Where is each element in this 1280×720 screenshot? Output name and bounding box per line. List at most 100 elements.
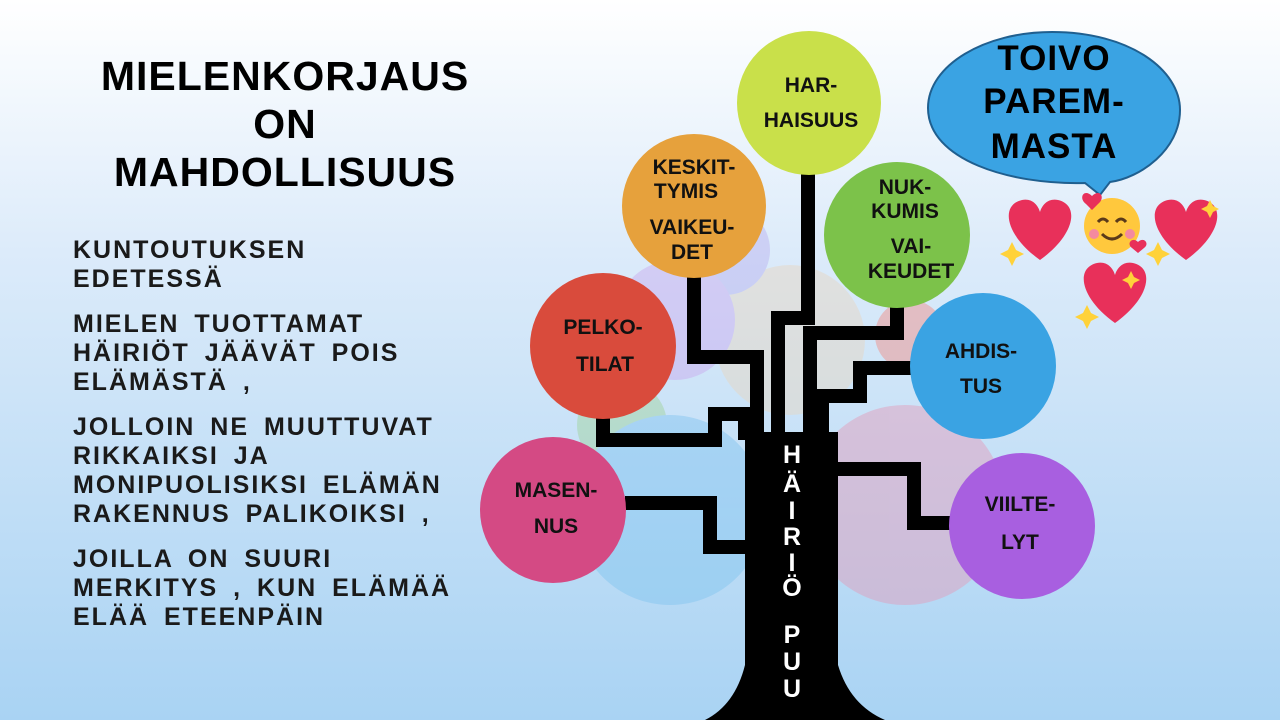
slide-title: MIELENKORJAUS ON MAHDOLLISUUS: [60, 52, 510, 196]
node-masennus: MASEN- NUS: [480, 437, 626, 583]
paragraph-line: EDETESSÄ: [73, 265, 224, 293]
bubble-line: TOIVO: [997, 39, 1110, 78]
branch-pelkotilat: [596, 407, 752, 447]
node-label: NUK-: [879, 176, 932, 199]
node-pelkotilat: PELKO- TILAT: [530, 273, 676, 419]
trunk-letter: I: [789, 497, 796, 525]
node-nukkumisvaikeudet: NUK- KUMIS VAI- KEUDET: [824, 162, 970, 308]
cheek-shape: [1089, 229, 1099, 239]
node-harhaisuus: HAR- HAISUUS: [737, 31, 881, 175]
paragraph-line: RIKKAIKSI JA: [73, 442, 270, 470]
tree-trunk: [705, 432, 885, 720]
node-label: VIILTE-: [985, 493, 1056, 516]
paragraph: MIELEN TUOTTAMAT HÄIRIÖT JÄÄVÄT POIS ELÄ…: [73, 310, 483, 397]
paragraph-line: JOILLA ON SUURI: [73, 545, 333, 573]
paragraph-line: HÄIRIÖT JÄÄVÄT POIS: [73, 339, 400, 367]
title-line: MAHDOLLISUUS: [113, 149, 457, 195]
branch-keskittymis: [687, 275, 764, 432]
branch-nukkumis: [803, 290, 904, 432]
bg-circle: [805, 405, 1005, 605]
title-line: ON: [253, 101, 317, 147]
paragraph: JOLLOIN NE MUUTTUVAT RIKKAIKSI JA MONIPU…: [73, 413, 483, 529]
paragraph-line: MONIPUOLISIKSI ELÄMÄN: [73, 471, 442, 499]
node-circle: [824, 162, 970, 308]
trunk-letter: H: [783, 441, 801, 469]
speech-bubble: TOIVO PAREM- MASTA: [926, 30, 1182, 197]
sparkle-shape: [1201, 200, 1219, 218]
eye-shape: [1114, 217, 1128, 224]
title-line: MIELENKORJAUS: [100, 53, 470, 99]
cheek-shape: [1125, 229, 1135, 239]
node-label: KUMIS: [871, 200, 939, 223]
node-label: NUS: [534, 515, 578, 538]
mouth-shape: [1100, 232, 1124, 241]
node-circle: [910, 293, 1056, 439]
node-label: AHDIS-: [945, 340, 1017, 363]
node-label: VAIKEU-: [650, 216, 735, 239]
node-label: TILAT: [576, 353, 634, 376]
speech-bubble-shape: [926, 30, 1182, 197]
sparkle-shape: [1075, 305, 1099, 329]
sparkle-shape: [1000, 242, 1024, 266]
node-label: KEUDET: [868, 260, 955, 283]
trunk-letter: P: [784, 621, 801, 649]
branch-viiltelyt: [838, 462, 952, 530]
node-circle: [530, 273, 676, 419]
sparkle-shape: [1122, 271, 1140, 289]
sparkling-heart-icon: [1075, 262, 1147, 329]
paragraph: JOILLA ON SUURI MERKITYS , KUN ELÄMÄÄ EL…: [73, 545, 483, 632]
node-circle: [480, 437, 626, 583]
bubble-line: MASTA: [991, 127, 1118, 166]
heart-shape: [1008, 199, 1072, 260]
node-viiltelyt: VIILTE- LYT: [949, 453, 1095, 599]
paragraph-line: RAKENNUS PALIKOIKSI ,: [73, 500, 431, 528]
paragraph-line: ELÄÄ ETEENPÄIN: [73, 603, 326, 631]
node-label: TUS: [960, 375, 1002, 398]
node-label: MASEN-: [515, 479, 598, 502]
node-label: DET: [671, 241, 713, 264]
node-keskittymisvaikeudet: KESKIT- TYMIS VAIKEU- DET: [622, 134, 766, 278]
branch-masennus: [625, 496, 745, 554]
sparkling-heart-icon: [1000, 199, 1072, 266]
node-label: LYT: [1001, 531, 1039, 554]
branches: [596, 160, 952, 554]
body-text: KUNTOUTUKSEN EDETESSÄ MIELEN TUOTTAMAT H…: [73, 236, 483, 648]
node-label: VAI-: [891, 235, 931, 258]
branch-harhaisuus: [771, 160, 815, 432]
sparkling-heart-icon: [1146, 199, 1219, 266]
paragraph-line: JOLLOIN NE MUUTTUVAT: [73, 413, 434, 441]
node-ahdistus: AHDIS- TUS: [910, 293, 1056, 439]
paragraph: KUNTOUTUKSEN EDETESSÄ: [73, 236, 483, 294]
node-label: KESKIT-: [653, 156, 736, 179]
eye-shape: [1096, 217, 1110, 224]
paragraph-line: KUNTOUTUKSEN: [73, 236, 307, 264]
node-circle: [949, 453, 1095, 599]
node-label: PELKO-: [563, 316, 642, 339]
branch-ahdistus: [815, 361, 912, 432]
paragraph-line: ELÄMÄSTÄ ,: [73, 368, 252, 396]
node-label: TYMIS: [654, 180, 718, 203]
heart-shape: [1083, 262, 1147, 323]
node-circle: [737, 31, 881, 175]
paragraph-line: MIELEN TUOTTAMAT: [73, 310, 365, 338]
trunk-label: H Ä I R I Ö P U U: [782, 441, 801, 703]
trunk-letter: I: [789, 549, 796, 577]
trunk-letter: R: [783, 523, 801, 551]
node-label: HAISUUS: [764, 109, 859, 132]
small-heart-shape: [1082, 193, 1102, 210]
heart-shape: [1154, 199, 1218, 260]
face-shape: [1084, 198, 1140, 254]
trunk-letter: U: [783, 648, 801, 676]
paragraph-line: MERKITYS , KUN ELÄMÄÄ: [73, 574, 452, 602]
trunk-letter: Ä: [783, 470, 801, 498]
sparkle-shape: [1146, 242, 1170, 266]
smiling-face-with-hearts-icon: [1082, 193, 1147, 254]
trunk-letter: Ö: [782, 573, 801, 602]
small-heart-shape: [1129, 239, 1147, 253]
bubble-line: PAREM-: [983, 82, 1124, 121]
node-label: HAR-: [785, 74, 838, 97]
node-circle: [622, 134, 766, 278]
trunk-letter: U: [783, 675, 801, 703]
